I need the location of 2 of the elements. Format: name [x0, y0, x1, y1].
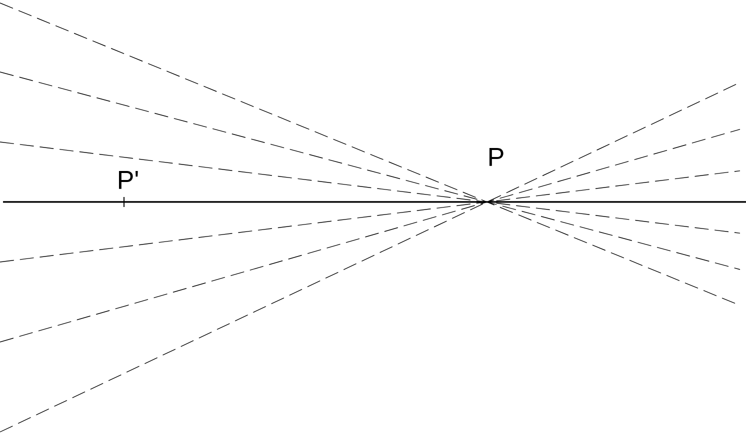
point-label: P — [489, 148, 504, 166]
point-label: P' — [119, 171, 138, 189]
